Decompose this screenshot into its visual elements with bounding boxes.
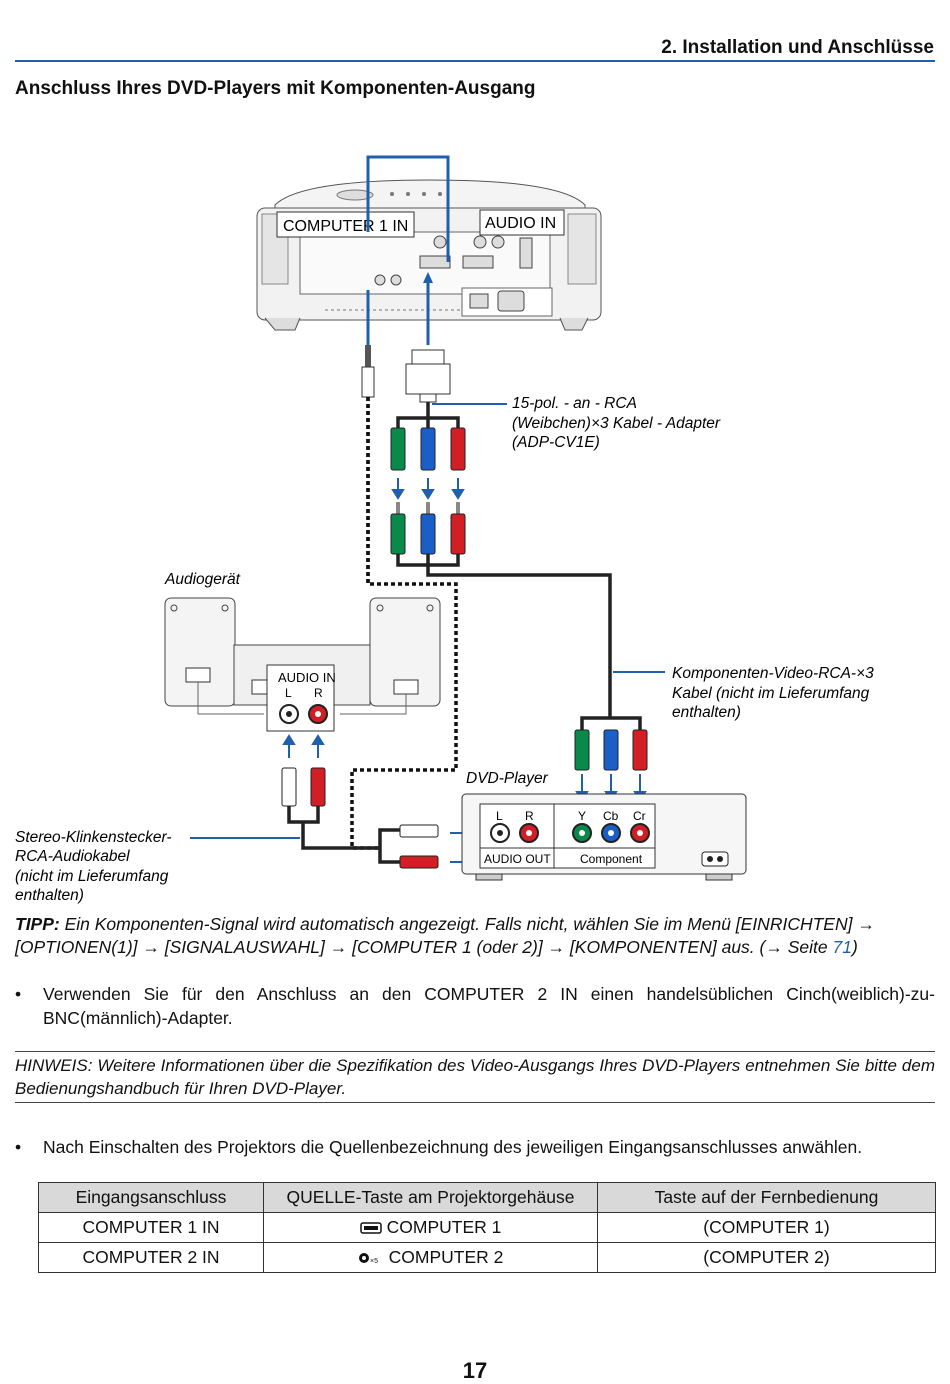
bullet-icon: • bbox=[15, 1137, 22, 1157]
table-cell: COMPUTER 1 IN bbox=[38, 1212, 264, 1243]
audio-in-box-label: AUDIO IN bbox=[278, 670, 336, 685]
input-table: Eingangsanschluss QUELLE-Taste am Projek… bbox=[38, 1182, 936, 1273]
bnc-port-icon: ×5 bbox=[358, 1253, 378, 1264]
table-cell: ×5 COMPUTER 2 bbox=[263, 1242, 598, 1273]
stereo-cable-label-3: (nicht im Lieferumfang bbox=[15, 868, 169, 885]
audio-up-arrows bbox=[282, 734, 325, 758]
table-header: Eingangsanschluss bbox=[38, 1182, 264, 1213]
stereo-cable-label-1: Stereo-Klinkenstecker- bbox=[15, 829, 172, 846]
adapter-label-2: (Weibchen)×3 Kabel - Adapter bbox=[512, 415, 721, 432]
male-rca-plugs bbox=[390, 502, 466, 555]
table-cell: (COMPUTER 1) bbox=[597, 1212, 936, 1243]
stereo-cable-label-2: RCA-Audiokabel bbox=[15, 848, 130, 865]
dvd-audio-out: AUDIO OUT bbox=[484, 852, 551, 866]
audio-jack-plug bbox=[361, 345, 375, 398]
bullet-item-adapter: • Verwenden Sie für den Anschluss an den… bbox=[15, 982, 935, 1030]
page-number: 17 bbox=[462, 1358, 488, 1383]
section-title: Anschluss Ihres DVD-Players mit Komponen… bbox=[15, 78, 536, 99]
computer-port-icon bbox=[359, 1222, 382, 1235]
dvd-component: Component bbox=[580, 852, 643, 866]
audio-device: AUDIO IN L R bbox=[164, 597, 441, 732]
vga-connector bbox=[405, 349, 451, 403]
source-key-label: COMPUTER 1 bbox=[386, 1217, 502, 1237]
tip-close: ) bbox=[851, 937, 858, 957]
audio-in-label: AUDIO IN bbox=[485, 215, 556, 232]
adapter-label-3: (ADP-CV1E) bbox=[512, 434, 600, 451]
component-cable-label-2: Kabel (nicht im Lieferumfang bbox=[672, 685, 870, 702]
tip-text: Ein Komponenten-Signal wird automatisch … bbox=[15, 914, 875, 957]
bullet-item-source: • Nach Einschalten des Projektors die Qu… bbox=[15, 1135, 935, 1159]
projector: COMPUTER 1 IN AUDIO IN bbox=[256, 155, 602, 345]
table-cell: COMPUTER 2 IN bbox=[38, 1242, 264, 1273]
table-cell: (COMPUTER 2) bbox=[597, 1242, 936, 1273]
bullet-text: Nach Einschalten des Projektors die Quel… bbox=[43, 1137, 863, 1157]
dvd-player-label: DVD-Player bbox=[466, 770, 549, 787]
audio-in-l: L bbox=[285, 686, 292, 700]
table-cell: COMPUTER 1 bbox=[263, 1212, 598, 1243]
table-header: QUELLE-Taste am Projektorgehäuse bbox=[263, 1182, 598, 1213]
page-link[interactable]: 71 bbox=[832, 937, 852, 957]
dvd-audio-plugs bbox=[399, 824, 439, 869]
component-cable-label-1: Komponenten-Video-RCA-×3 bbox=[672, 665, 874, 682]
bullet-icon: • bbox=[15, 984, 22, 1004]
component-plugs-dvd bbox=[574, 729, 648, 771]
audio-in-r: R bbox=[314, 686, 323, 700]
dvd-l: L bbox=[496, 809, 503, 823]
connection-diagram: COMPUTER 1 IN AUDIO IN 15-pol. - an - RC… bbox=[15, 155, 874, 904]
source-key-label: COMPUTER 2 bbox=[388, 1247, 504, 1267]
chapter-heading: 2. Installation und Anschlüsse bbox=[661, 37, 934, 58]
dvd-player: L R Y Cb Cr AUDIO OUT Component bbox=[461, 793, 747, 881]
tip-label: TIPP: bbox=[15, 914, 60, 934]
stereo-cable-label-4: enthalten) bbox=[15, 887, 84, 904]
down-arrows bbox=[391, 478, 465, 500]
svg-text:×5: ×5 bbox=[370, 1258, 378, 1264]
dvd-cb: Cb bbox=[603, 809, 619, 823]
audio-rca-plugs bbox=[281, 767, 326, 807]
adapter-label-1: 15-pol. - an - RCA bbox=[512, 395, 637, 412]
table-row: COMPUTER 2 IN ×5 COMPUTER 2 (COMPUTER 2) bbox=[38, 1242, 936, 1273]
dvd-cr: Cr bbox=[633, 809, 646, 823]
table-row: COMPUTER 1 IN COMPUTER 1 (COMPUTER 1) bbox=[38, 1212, 936, 1243]
dvd-y: Y bbox=[578, 809, 586, 823]
dvd-r: R bbox=[525, 809, 534, 823]
audio-device-label: Audiogerät bbox=[164, 571, 241, 588]
table-header: Taste auf der Fernbedienung bbox=[597, 1182, 936, 1213]
table-header-row: Eingangsanschluss QUELLE-Taste am Projek… bbox=[38, 1182, 936, 1213]
bullet-text: Verwenden Sie für den Anschluss an den C… bbox=[43, 984, 935, 1028]
component-cable-label-3: enthalten) bbox=[672, 704, 741, 721]
computer1-in-label: COMPUTER 1 IN bbox=[283, 218, 408, 235]
tip-paragraph: TIPP: Ein Komponenten-Signal wird automa… bbox=[15, 913, 937, 959]
adapter-rca-connectors bbox=[390, 427, 466, 471]
note-box: HINWEIS: Weitere Informationen über die … bbox=[15, 1051, 935, 1103]
header-rule bbox=[15, 60, 935, 62]
